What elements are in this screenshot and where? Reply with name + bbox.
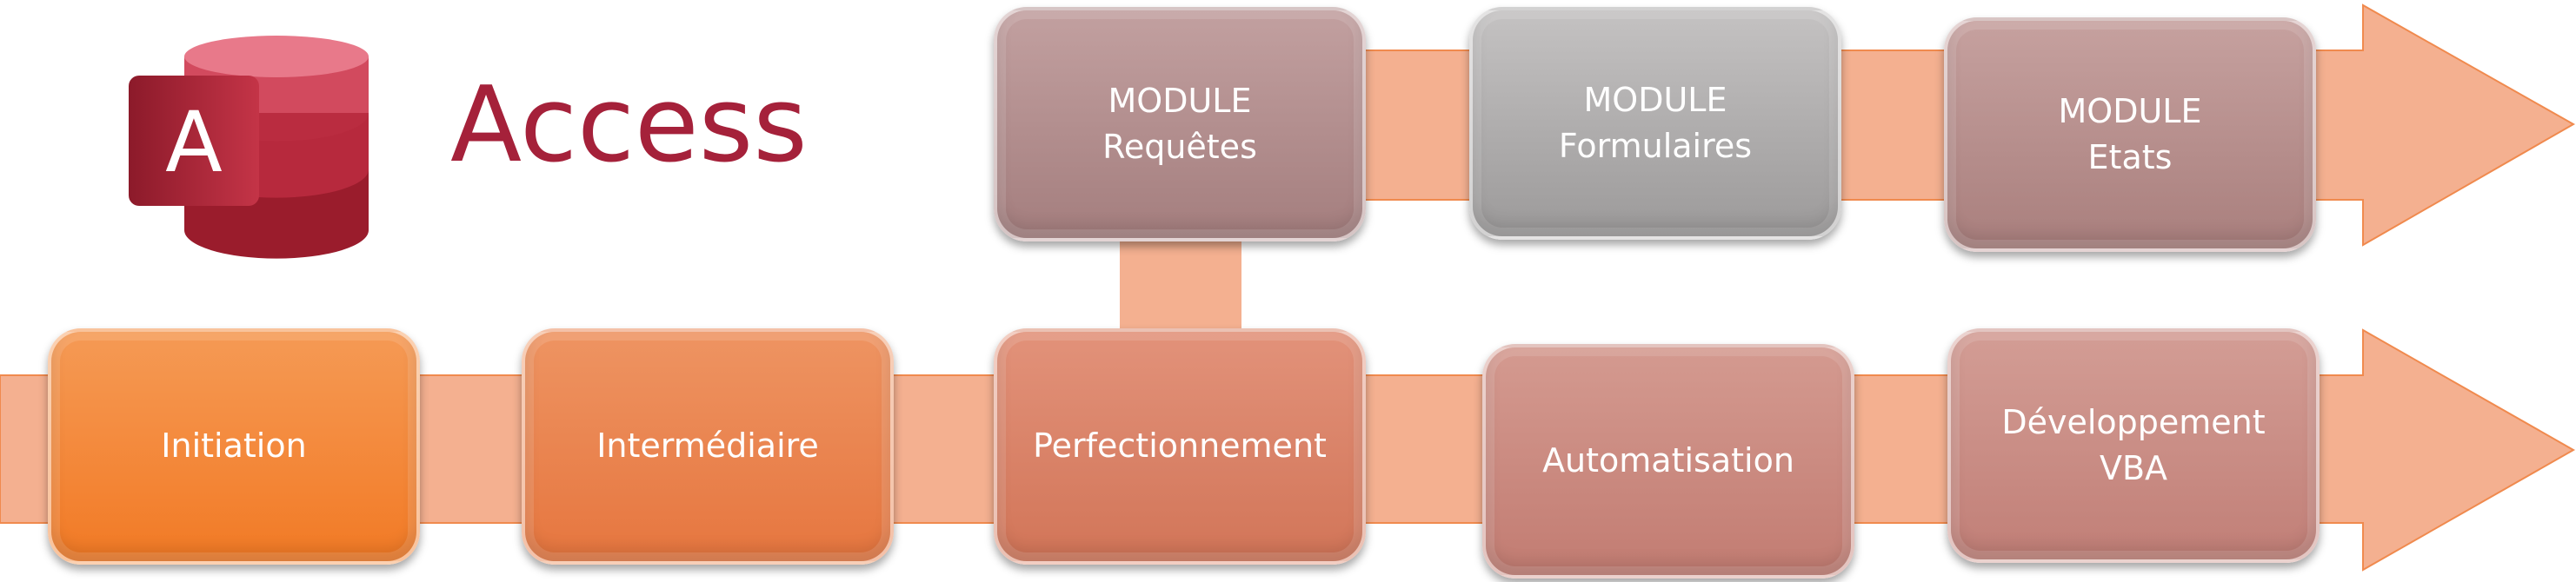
step-perfectionnement[interactable]: Perfectionnement	[994, 328, 1366, 565]
module-label: MODULE Formulaires	[1558, 80, 1753, 165]
module-etats[interactable]: MODULE Etats	[1944, 17, 2316, 252]
step-label: Développement VBA	[2001, 402, 2266, 487]
logo-letter: A	[165, 94, 223, 191]
module-label: MODULE Etats	[2058, 91, 2202, 176]
step-label: Automatisation	[1542, 441, 1794, 480]
step-label: Perfectionnement	[1033, 427, 1327, 466]
access-logo-icon: A	[129, 36, 369, 259]
app-title: Access	[450, 65, 808, 186]
step-label: Initiation	[161, 427, 307, 466]
module-requetes[interactable]: MODULE Requêtes	[994, 7, 1366, 241]
step-developpement-vba[interactable]: Développement VBA	[1947, 328, 2320, 563]
module-label: MODULE Requêtes	[1102, 81, 1257, 166]
step-automatisation[interactable]: Automatisation	[1482, 344, 1854, 579]
module-formulaires[interactable]: MODULE Formulaires	[1469, 7, 1841, 240]
step-label: Intermédiaire	[596, 427, 819, 466]
step-initiation[interactable]: Initiation	[48, 328, 420, 565]
step-intermediaire[interactable]: Intermédiaire	[522, 328, 894, 565]
